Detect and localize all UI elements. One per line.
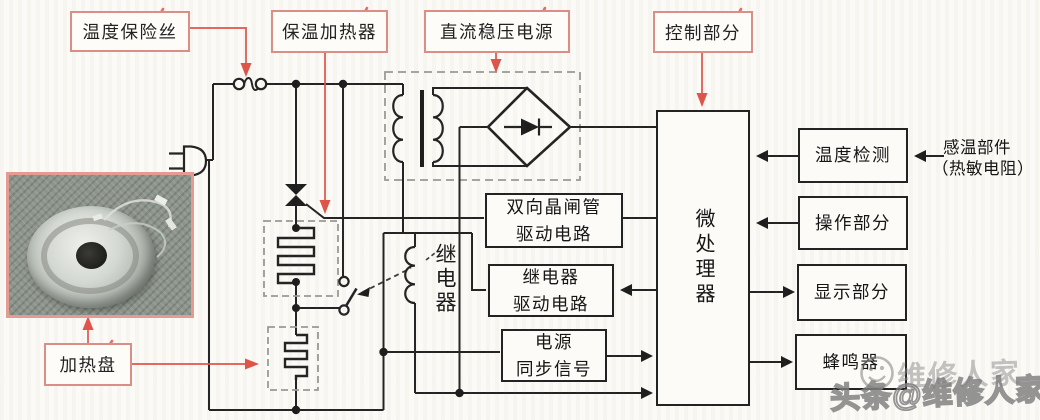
callout-keep-warm-heater: 保温加热器 [271,10,388,53]
block-operation: 操作部分 [798,196,908,250]
signal-wires [382,126,944,410]
heating-element-ring [41,218,139,294]
bridge-rectifier-icon [486,86,572,168]
heater-element-icon [267,326,319,391]
callout-arrowheads [82,59,708,370]
fuse-icon [232,77,268,91]
relay-switch-icon [338,267,412,316]
sensor-annotation: 感温部件 （热敏电阻） [932,137,1040,179]
callout-control-section: 控制部分 [653,11,753,53]
block-relay-drive: 继电器 驱动电路 [488,264,614,317]
block-relay-drive-line1: 继电器 [522,267,580,288]
block-display: 显示部分 [797,264,907,321]
sensor-annotation-line1: 感温部件 [943,138,1011,157]
photo-wires [92,194,177,258]
block-triac-drive-line2: 驱动电路 [516,223,592,244]
callout-dc-power-supply: 直流稳压电源 [424,10,570,53]
callout-heating-plate: 加热盘 [44,343,132,386]
disc-center-hole [76,242,107,269]
heating-plate-photo [6,172,194,318]
block-power-sync-line2: 同步信号 [516,358,592,379]
block-microprocessor: 微处理器 [656,110,750,406]
block-relay-drive-line2: 驱动电路 [513,293,589,314]
block-buzzer: 蜂鸣器 [795,334,907,390]
junction-dots [291,79,464,415]
heater-element-icon [263,220,339,297]
triac-icon [285,184,484,219]
block-temp-detect: 温度检测 [798,128,908,183]
flow-arrows [620,150,926,399]
block-triac-drive: 双向晶闸管 驱动电路 [485,193,623,248]
callout-thermal-fuse: 温度保险丝 [70,11,190,52]
block-power-sync: 电源 同步信号 [501,329,607,382]
power-plug-icon [169,145,213,177]
sensor-annotation-line2: （热敏电阻） [932,159,1034,178]
relay-coil-icon [404,233,436,305]
relay-component-label: 继电器 [433,243,457,315]
block-power-sync-line1: 电源 [535,332,573,353]
block-microprocessor-label: 微处理器 [692,208,714,308]
watermark-large: 头条@维修人家 [829,372,1040,416]
swirl-logo-icon [860,356,894,390]
block-triac-drive-line1: 双向晶闸管 [506,197,602,218]
callout-leader-lines [87,27,703,365]
